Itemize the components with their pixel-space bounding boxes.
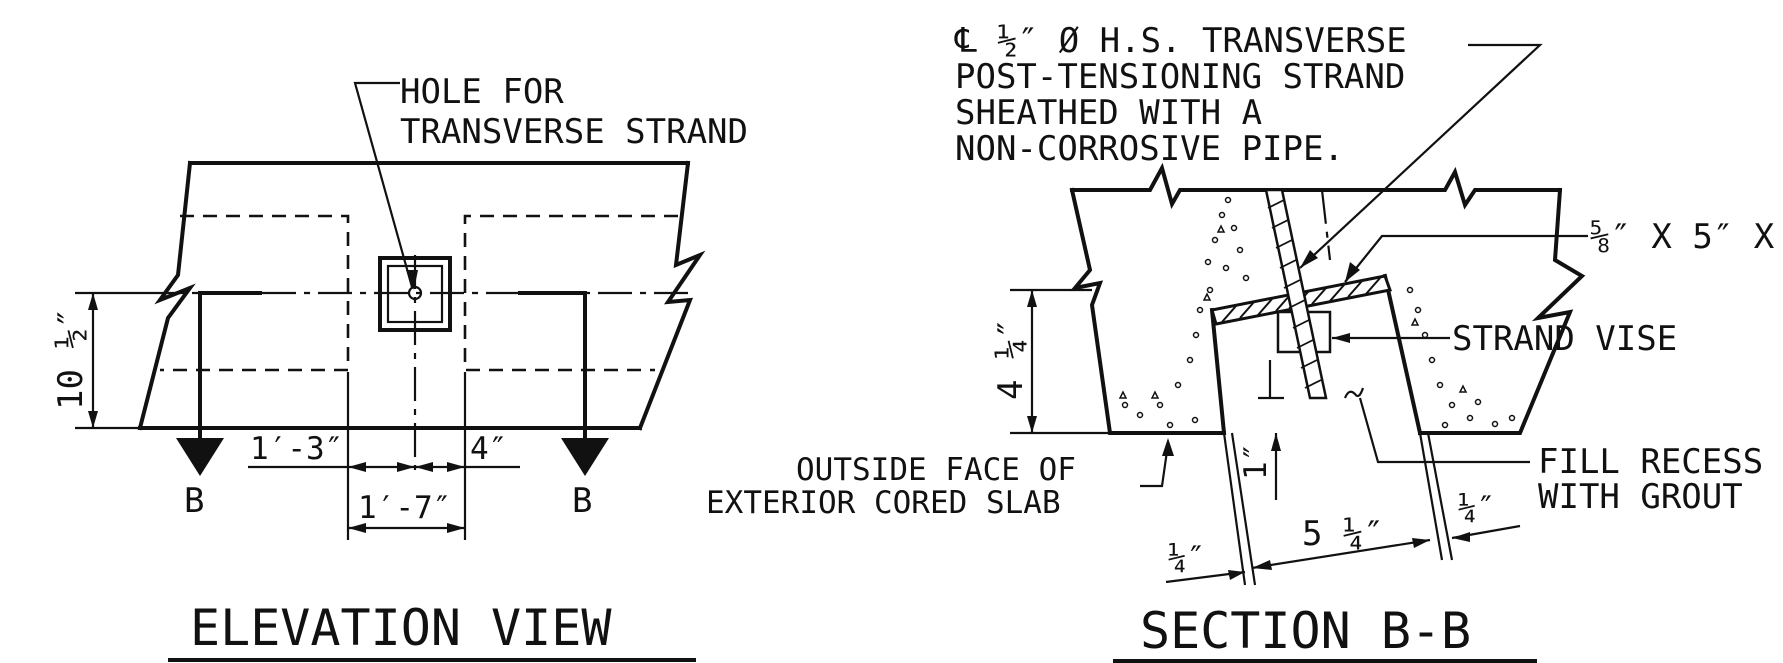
face-note-line-1: OUTSIDE FACE OF (796, 452, 1076, 488)
strand-note-line-2: POST-TENSIONING STRAND (955, 57, 1405, 97)
dim-left-arrow-a (348, 462, 366, 472)
post-tensioning-strand (1264, 188, 1328, 400)
elevation-dim-right: 4″ (470, 431, 507, 467)
section-title: SECTION B-B (1140, 602, 1471, 660)
face-note-leader (1140, 443, 1170, 488)
left-break-line (137, 160, 196, 431)
grout-note-line-1: FILL RECESS (1538, 442, 1763, 482)
strand-note-line-4: NON-CORROSIVE PIPE. (955, 129, 1344, 169)
grout-note-leader (1358, 397, 1530, 464)
dim-total-arrow-b (447, 523, 465, 533)
elevation-view: B B HOLE FOR TRANSVERSE STRAND 10 ½″ 1′-… (51, 72, 748, 662)
right-core-outline (463, 214, 678, 372)
section-arrow-right (561, 438, 609, 476)
dim-left-arrow-b (397, 462, 415, 472)
right-break-line (637, 160, 706, 431)
section-quarter-right: ¼″ (1458, 490, 1495, 526)
hole-note-line-2: TRANSVERSE STRAND (400, 112, 748, 152)
grout-fill-left (1118, 196, 1250, 429)
grout-fill-right (1406, 286, 1516, 429)
quarter-left-arrow (1228, 570, 1245, 580)
section-height-dim: 4 ¼″ (991, 318, 1031, 400)
width-ext-left-b (1230, 432, 1257, 586)
dim-right-arrow-a (415, 462, 433, 472)
left-core-outline (160, 214, 350, 372)
hole-leader-line (353, 81, 414, 288)
strand-note-line-3: SHEATHED WITH A (955, 93, 1262, 133)
grout-note-line-2: WITH GROUT (1538, 477, 1743, 517)
strand-note-leader (1299, 43, 1543, 269)
section-quarter-left: ¼″ (1168, 540, 1205, 576)
height-arrow-top (88, 293, 98, 310)
elevation-height-dim: 10 ½″ (51, 308, 91, 410)
hole-inner-square (386, 264, 444, 324)
width-ext-left-a (1222, 432, 1247, 586)
height-arrow-bottom (88, 411, 98, 428)
section-arrow-left (176, 438, 224, 476)
gap-dim-arrow (1271, 433, 1281, 451)
vise-note: STRAND VISE (1452, 319, 1677, 359)
section-cut-line-left (198, 291, 262, 442)
strand-note-line-1: ℄ ½″ Ø H.S. TRANSVERSE (954, 21, 1407, 61)
hole-leader-arrow (406, 270, 418, 290)
face-note-arrow (1162, 438, 1174, 456)
hole-outer-square (378, 256, 452, 332)
section-mark-right: B (572, 481, 592, 521)
section-right-edge (1418, 187, 1586, 435)
width-ext-right-a (1418, 432, 1444, 561)
section-width-dim: 5 ¼″ (1302, 514, 1384, 554)
section-height-arrow-top (1027, 290, 1037, 307)
face-note-line-2: EXTERIOR CORED SLAB (706, 485, 1061, 521)
dim-right-arrow-b (447, 462, 465, 472)
section-cut-line-right (518, 291, 587, 442)
width-arrow-right (1412, 538, 1430, 548)
section-view: ℄ ½″ Ø H.S. TRANSVERSE POST-TENSIONING S… (706, 21, 1783, 663)
vise-note-arrow (1332, 333, 1350, 343)
recess-left-side (1209, 307, 1227, 436)
elevation-dim-total: 1′-7″ (358, 490, 451, 526)
plate-note: ⅝″ X 5″ X 5″ ℙ (1590, 217, 1783, 257)
quarter-right-arrow (1452, 532, 1470, 542)
hole-note-line-1: HOLE FOR (400, 72, 564, 112)
elevation-title: ELEVATION VIEW (190, 599, 612, 657)
section-height-arrow-bottom (1027, 416, 1037, 433)
width-ext-right-b (1426, 432, 1454, 561)
core-centerline (1320, 189, 1332, 261)
strand-hole-circle (407, 285, 423, 301)
width-dim-line (1251, 538, 1431, 570)
dim-total-arrow-a (348, 523, 366, 533)
elevation-dim-left: 1′-3″ (250, 431, 343, 467)
section-mark-left: B (184, 481, 204, 521)
section-top-edge (1070, 162, 1562, 210)
plate-note-arrow (1345, 262, 1360, 282)
grout-squiggle (1343, 387, 1365, 399)
recess-right-side (1382, 273, 1423, 436)
section-gap-dim: 1″ (1238, 443, 1274, 480)
strand-note-arrow (1300, 250, 1318, 268)
width-arrow-left (1252, 560, 1272, 570)
plate-note-leader (1344, 234, 1588, 283)
